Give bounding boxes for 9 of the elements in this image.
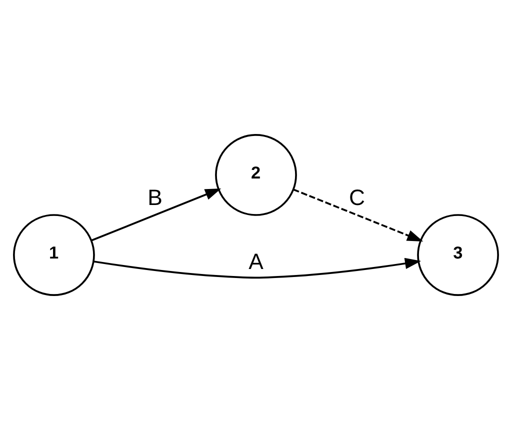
arrow — [91, 188, 222, 242]
edge-label: A — [248, 249, 264, 274]
node-circle: 2 — [215, 134, 297, 216]
node-circle: 3 — [417, 214, 499, 296]
node-circle: 1 — [13, 214, 95, 296]
arrow — [293, 188, 424, 242]
edge-label: C — [349, 185, 366, 210]
edge-label: B — [148, 185, 162, 210]
arrow — [94, 258, 422, 279]
